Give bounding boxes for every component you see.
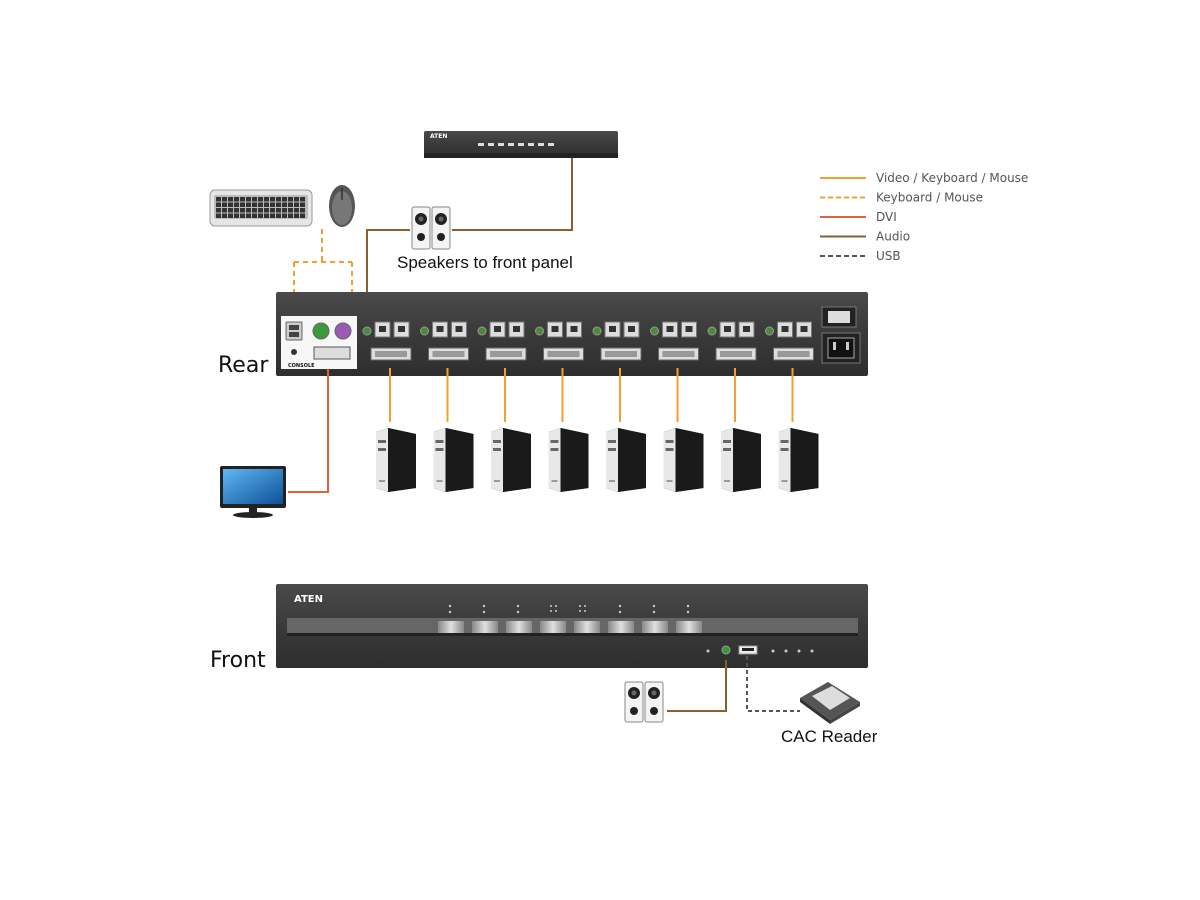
rear-port-group: [535, 321, 584, 361]
computer-icon: [491, 428, 531, 492]
legend-label: Video / Keyboard / Mouse: [876, 171, 1028, 185]
rear-port-group: [477, 321, 527, 361]
computer-icon: [778, 428, 819, 492]
front-port-button: [642, 621, 668, 633]
rear-label: Rear: [218, 353, 269, 378]
front-label: Front: [210, 648, 266, 673]
top-unit-button: [478, 143, 484, 146]
legend-label: USB: [876, 249, 901, 263]
mouse-icon: [329, 185, 355, 227]
top-unit-button: [508, 143, 514, 146]
top-unit-button: [538, 143, 544, 146]
rear-port-group: [592, 321, 642, 361]
front-panel: ATEN: [276, 584, 868, 668]
computer-icon: [433, 428, 474, 492]
computer-cables: [389, 368, 794, 422]
computer-icon: [376, 428, 416, 492]
computer-icon: [721, 428, 761, 492]
legend-item: Keyboard / Mouse: [820, 191, 983, 205]
rear-port-group: [420, 321, 469, 361]
rear-port-group: [707, 321, 757, 361]
top-kvm-unit: ATEN: [424, 131, 618, 158]
rear-port-groups: [362, 321, 814, 361]
legend-item: Audio: [820, 230, 910, 244]
top-unit-buttons: [478, 143, 554, 146]
front-brand: ATEN: [294, 594, 323, 605]
top-unit-brand: ATEN: [430, 133, 447, 140]
computers: [376, 428, 819, 492]
front-port-button: [506, 621, 532, 633]
rear-port-group: [765, 321, 814, 361]
front-audio-jack: [721, 645, 731, 655]
computer-icon: [548, 428, 589, 492]
audio-cable-rear: [366, 229, 410, 292]
audio-cable-top: [452, 158, 573, 231]
keyboard-mouse-cable: [293, 229, 353, 305]
rear-port-group: [650, 321, 699, 361]
front-port-button: [608, 621, 634, 633]
front-port-button: [540, 621, 566, 633]
cac-reader-caption: CAC Reader: [781, 727, 878, 746]
mouse-ps2-port: [334, 322, 352, 340]
computer-icon: [663, 428, 704, 492]
legend-item: USB: [820, 249, 901, 263]
legend-item: Video / Keyboard / Mouse: [820, 171, 1028, 185]
rear-panel: CONSOLE: [276, 292, 868, 376]
monitor-icon: [220, 466, 286, 518]
front-speakers-icon: [624, 681, 664, 723]
rear-port-group: [362, 321, 412, 361]
legend-label: Keyboard / Mouse: [876, 191, 983, 205]
speakers-icon: [411, 206, 451, 250]
legend-label: DVI: [876, 210, 897, 224]
front-audio-cable: [667, 660, 727, 712]
top-unit-button: [498, 143, 504, 146]
front-port-button: [574, 621, 600, 633]
dvi-cable: [288, 369, 329, 493]
front-port-button: [472, 621, 498, 633]
top-unit-button: [488, 143, 494, 146]
computer-icon: [606, 428, 646, 492]
speakers-caption: Speakers to front panel: [397, 253, 573, 272]
legend-item: DVI: [820, 210, 897, 224]
front-port-button: [438, 621, 464, 633]
top-unit-button: [518, 143, 524, 146]
top-unit-button: [548, 143, 554, 146]
keyboard-icon: [209, 189, 313, 227]
keyboard-ps2-port: [312, 322, 330, 340]
console-label: CONSOLE: [288, 363, 315, 369]
top-unit-button: [528, 143, 534, 146]
front-port-button: [676, 621, 702, 633]
front-port-buttons: [438, 604, 702, 633]
cac-reader-icon: [800, 682, 860, 724]
legend-label: Audio: [876, 230, 910, 244]
